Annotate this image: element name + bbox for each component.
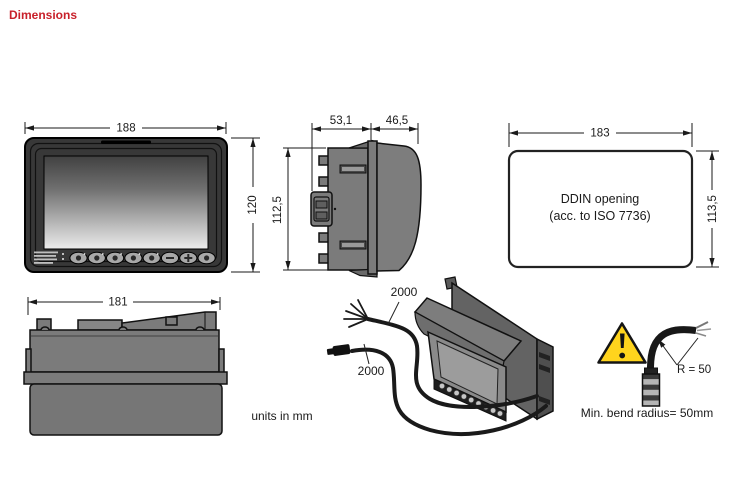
cutout-height-label: 113,5 bbox=[707, 195, 719, 223]
button bbox=[142, 251, 161, 265]
side-connector bbox=[310, 191, 337, 227]
side-rear-depth-label: 53,1 bbox=[330, 115, 352, 127]
cable-frayed-end bbox=[343, 299, 369, 328]
cutout-rect bbox=[507, 149, 694, 269]
label-mask bbox=[110, 121, 142, 134]
cutout-text-line2: (acc. to ISO 7736) bbox=[549, 209, 650, 223]
warning-icon bbox=[597, 322, 647, 364]
radius-arrow bbox=[657, 338, 678, 366]
leader-line bbox=[387, 301, 400, 325]
label-mask bbox=[246, 187, 259, 223]
leader-line bbox=[363, 343, 370, 365]
side-mounting-flange bbox=[367, 140, 378, 275]
page-title: Dimensions bbox=[9, 8, 78, 22]
button bbox=[87, 251, 106, 265]
cutout-text-line1: DDIN opening bbox=[561, 192, 640, 206]
cable2-length-label: 2000 bbox=[358, 364, 385, 378]
side-height-label: 112,5 bbox=[272, 196, 284, 224]
front-device bbox=[24, 137, 228, 273]
side-view: 53,1 46,5 112,5 bbox=[272, 115, 422, 278]
label-mask bbox=[704, 190, 719, 228]
cable-view: 2000 2000 bbox=[326, 276, 554, 436]
speaker-slot bbox=[101, 140, 151, 144]
button bbox=[179, 251, 198, 265]
front-buttons bbox=[69, 251, 216, 265]
bend-note: Min. bend radius= 50mm bbox=[581, 406, 713, 420]
top-flange bbox=[23, 371, 228, 385]
top-view: 181 bbox=[23, 295, 228, 436]
front-screen bbox=[43, 155, 209, 250]
button bbox=[197, 251, 216, 265]
bent-cable bbox=[641, 321, 712, 407]
cables bbox=[326, 299, 548, 436]
cable1-length-label: 2000 bbox=[391, 285, 418, 299]
side-front-depth-label: 46,5 bbox=[386, 115, 408, 127]
cable-plug bbox=[641, 367, 661, 407]
front-height-label: 120 bbox=[247, 195, 259, 214]
cable-connector bbox=[326, 344, 351, 356]
cable-1 bbox=[366, 317, 539, 409]
label-mask bbox=[584, 126, 616, 139]
side-front-visor bbox=[376, 142, 422, 272]
radius-label: R = 50 bbox=[677, 364, 711, 376]
button bbox=[124, 251, 143, 265]
cable-bend bbox=[646, 326, 697, 375]
button bbox=[106, 251, 125, 265]
label-mask bbox=[103, 295, 133, 308]
button bbox=[69, 251, 88, 265]
cutout-width-label: 183 bbox=[590, 128, 609, 140]
front-width-label: 188 bbox=[116, 123, 135, 135]
front-label-block bbox=[34, 251, 64, 264]
buttons-3d bbox=[438, 382, 504, 417]
cable-2 bbox=[350, 347, 548, 436]
button bbox=[160, 251, 180, 265]
panel-cutout-view: 183 DDIN opening (acc. to ISO 7736) 113,… bbox=[507, 123, 719, 269]
top-width-label: 181 bbox=[108, 297, 127, 309]
front-view: 188 bbox=[24, 121, 260, 273]
units-note: units in mm bbox=[251, 409, 312, 423]
device-3d bbox=[413, 276, 554, 422]
side-device bbox=[310, 139, 422, 278]
bend-radius-view: R = 50 Min. bend radius= 50mm bbox=[581, 321, 713, 420]
top-lower-body bbox=[29, 383, 223, 436]
top-device bbox=[23, 311, 228, 436]
